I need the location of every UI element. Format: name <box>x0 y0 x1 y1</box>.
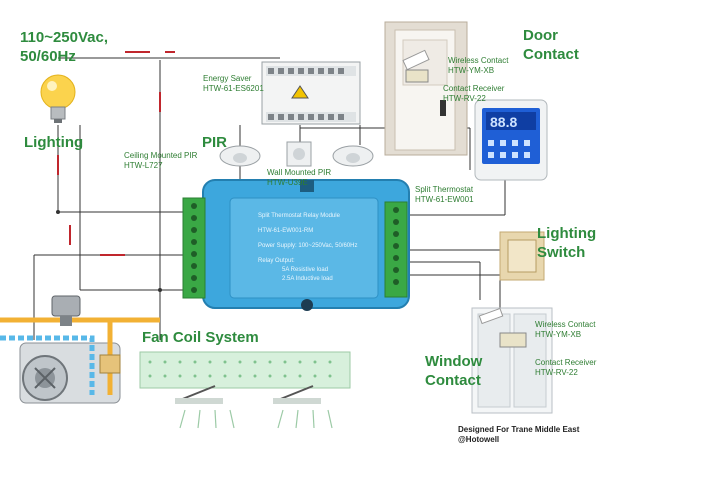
credit-line1: Designed For Trane Middle East <box>458 425 580 434</box>
fan-coil-label: Fan Coil System <box>142 329 259 346</box>
lighting-switch-line1: Lighting <box>537 225 597 242</box>
door-receiver-label: Contact Receiver HTW-RV-22 <box>443 84 504 104</box>
window-wireless-model: HTW-YM-XB <box>535 330 582 339</box>
window-receiver-model: HTW-RV-22 <box>535 368 578 377</box>
lightbulb-icon <box>40 74 76 123</box>
relay-module-supply: Power Supply: 100~250Vac, 50/60Hz <box>258 243 358 249</box>
energy-saver-name: Energy Saver <box>203 74 252 83</box>
power-voltage: 110~250Vac, <box>20 29 109 46</box>
window-receiver-name: Contact Receiver <box>535 358 597 367</box>
power-frequency: 50/60Hz <box>20 48 76 65</box>
door-line1: Door <box>523 27 558 44</box>
window-frame <box>471 307 553 414</box>
window-line1: Window <box>425 353 483 370</box>
energy-saver-box <box>261 61 361 125</box>
door-receiver-model: HTW-RV-22 <box>443 94 486 103</box>
ceiling-pir-model: HTW-L727 <box>124 161 163 170</box>
ceiling-pir-name: Ceiling Mounted PIR <box>124 151 198 160</box>
lighting-switch-photo <box>499 231 545 281</box>
credit-line2: @Hotowell <box>458 435 500 444</box>
door-contact-label: Door Contact <box>523 26 579 64</box>
thermostat-label: Split Thermostat HTW-61-EW001 <box>415 185 474 205</box>
relay-module-model: HTW-61-EW001-RM <box>258 228 314 234</box>
window-line2: Contact <box>425 372 481 389</box>
door-wireless-model: HTW-YM-XB <box>448 66 495 75</box>
pir-label: PIR <box>202 134 228 151</box>
thermostat-photo: 88.8 <box>474 99 548 181</box>
door-wireless-name: Wireless Contact <box>448 56 509 65</box>
pir-sensors <box>219 141 374 167</box>
lighting-switch-label: Lighting Switch <box>537 224 596 262</box>
thermostat-model: HTW-61-EW001 <box>415 195 474 204</box>
fan-coil-unit <box>0 295 351 429</box>
relay-module-body <box>182 179 410 311</box>
window-wireless-label: Wireless Contact HTW-YM-XB <box>535 320 595 340</box>
window-wireless-name: Wireless Contact <box>535 320 596 329</box>
window-contact-label: Window Contact <box>425 352 482 390</box>
relay-module-output-inductive: 2.5A Inductive load <box>282 276 333 282</box>
relay-module-title: Split Thermostat Relay Module <box>258 213 340 219</box>
wall-pir-name: Wall Mounted PIR <box>267 168 332 177</box>
door-photo <box>384 21 468 156</box>
relay-module-output-title: Relay Output: <box>258 258 295 264</box>
wall-pir-model: HTW-U39E <box>267 178 308 187</box>
door-wireless-label: Wireless Contact HTW-YM-XB <box>448 56 508 76</box>
energy-saver-label: Energy Saver HTW-61-ES6201 <box>203 74 264 94</box>
power-spec: 110~250Vac, 50/60Hz <box>20 28 108 66</box>
relay-module-output-resistive: 5A Resistive load <box>282 267 329 273</box>
thermostat-name: Split Thermostat <box>415 185 474 194</box>
energy-saver-model: HTW-61-ES6201 <box>203 84 264 93</box>
window-receiver-label: Contact Receiver HTW-RV-22 <box>535 358 596 378</box>
lighting-switch-line2: Switch <box>537 244 586 261</box>
relay-module-text: Split Thermostat Relay Module HTW-61-EW0… <box>258 212 376 284</box>
lighting-label: Lighting <box>24 134 84 151</box>
design-credit: Designed For Trane Middle East @Hotowell <box>458 425 579 445</box>
ceiling-pir-label: Ceiling Mounted PIR HTW-L727 <box>124 151 197 171</box>
door-line2: Contact <box>523 46 579 63</box>
svg-text:88.8: 88.8 <box>490 114 517 130</box>
door-receiver-name: Contact Receiver <box>443 84 505 93</box>
wall-pir-label: Wall Mounted PIR HTW-U39E <box>267 168 331 188</box>
